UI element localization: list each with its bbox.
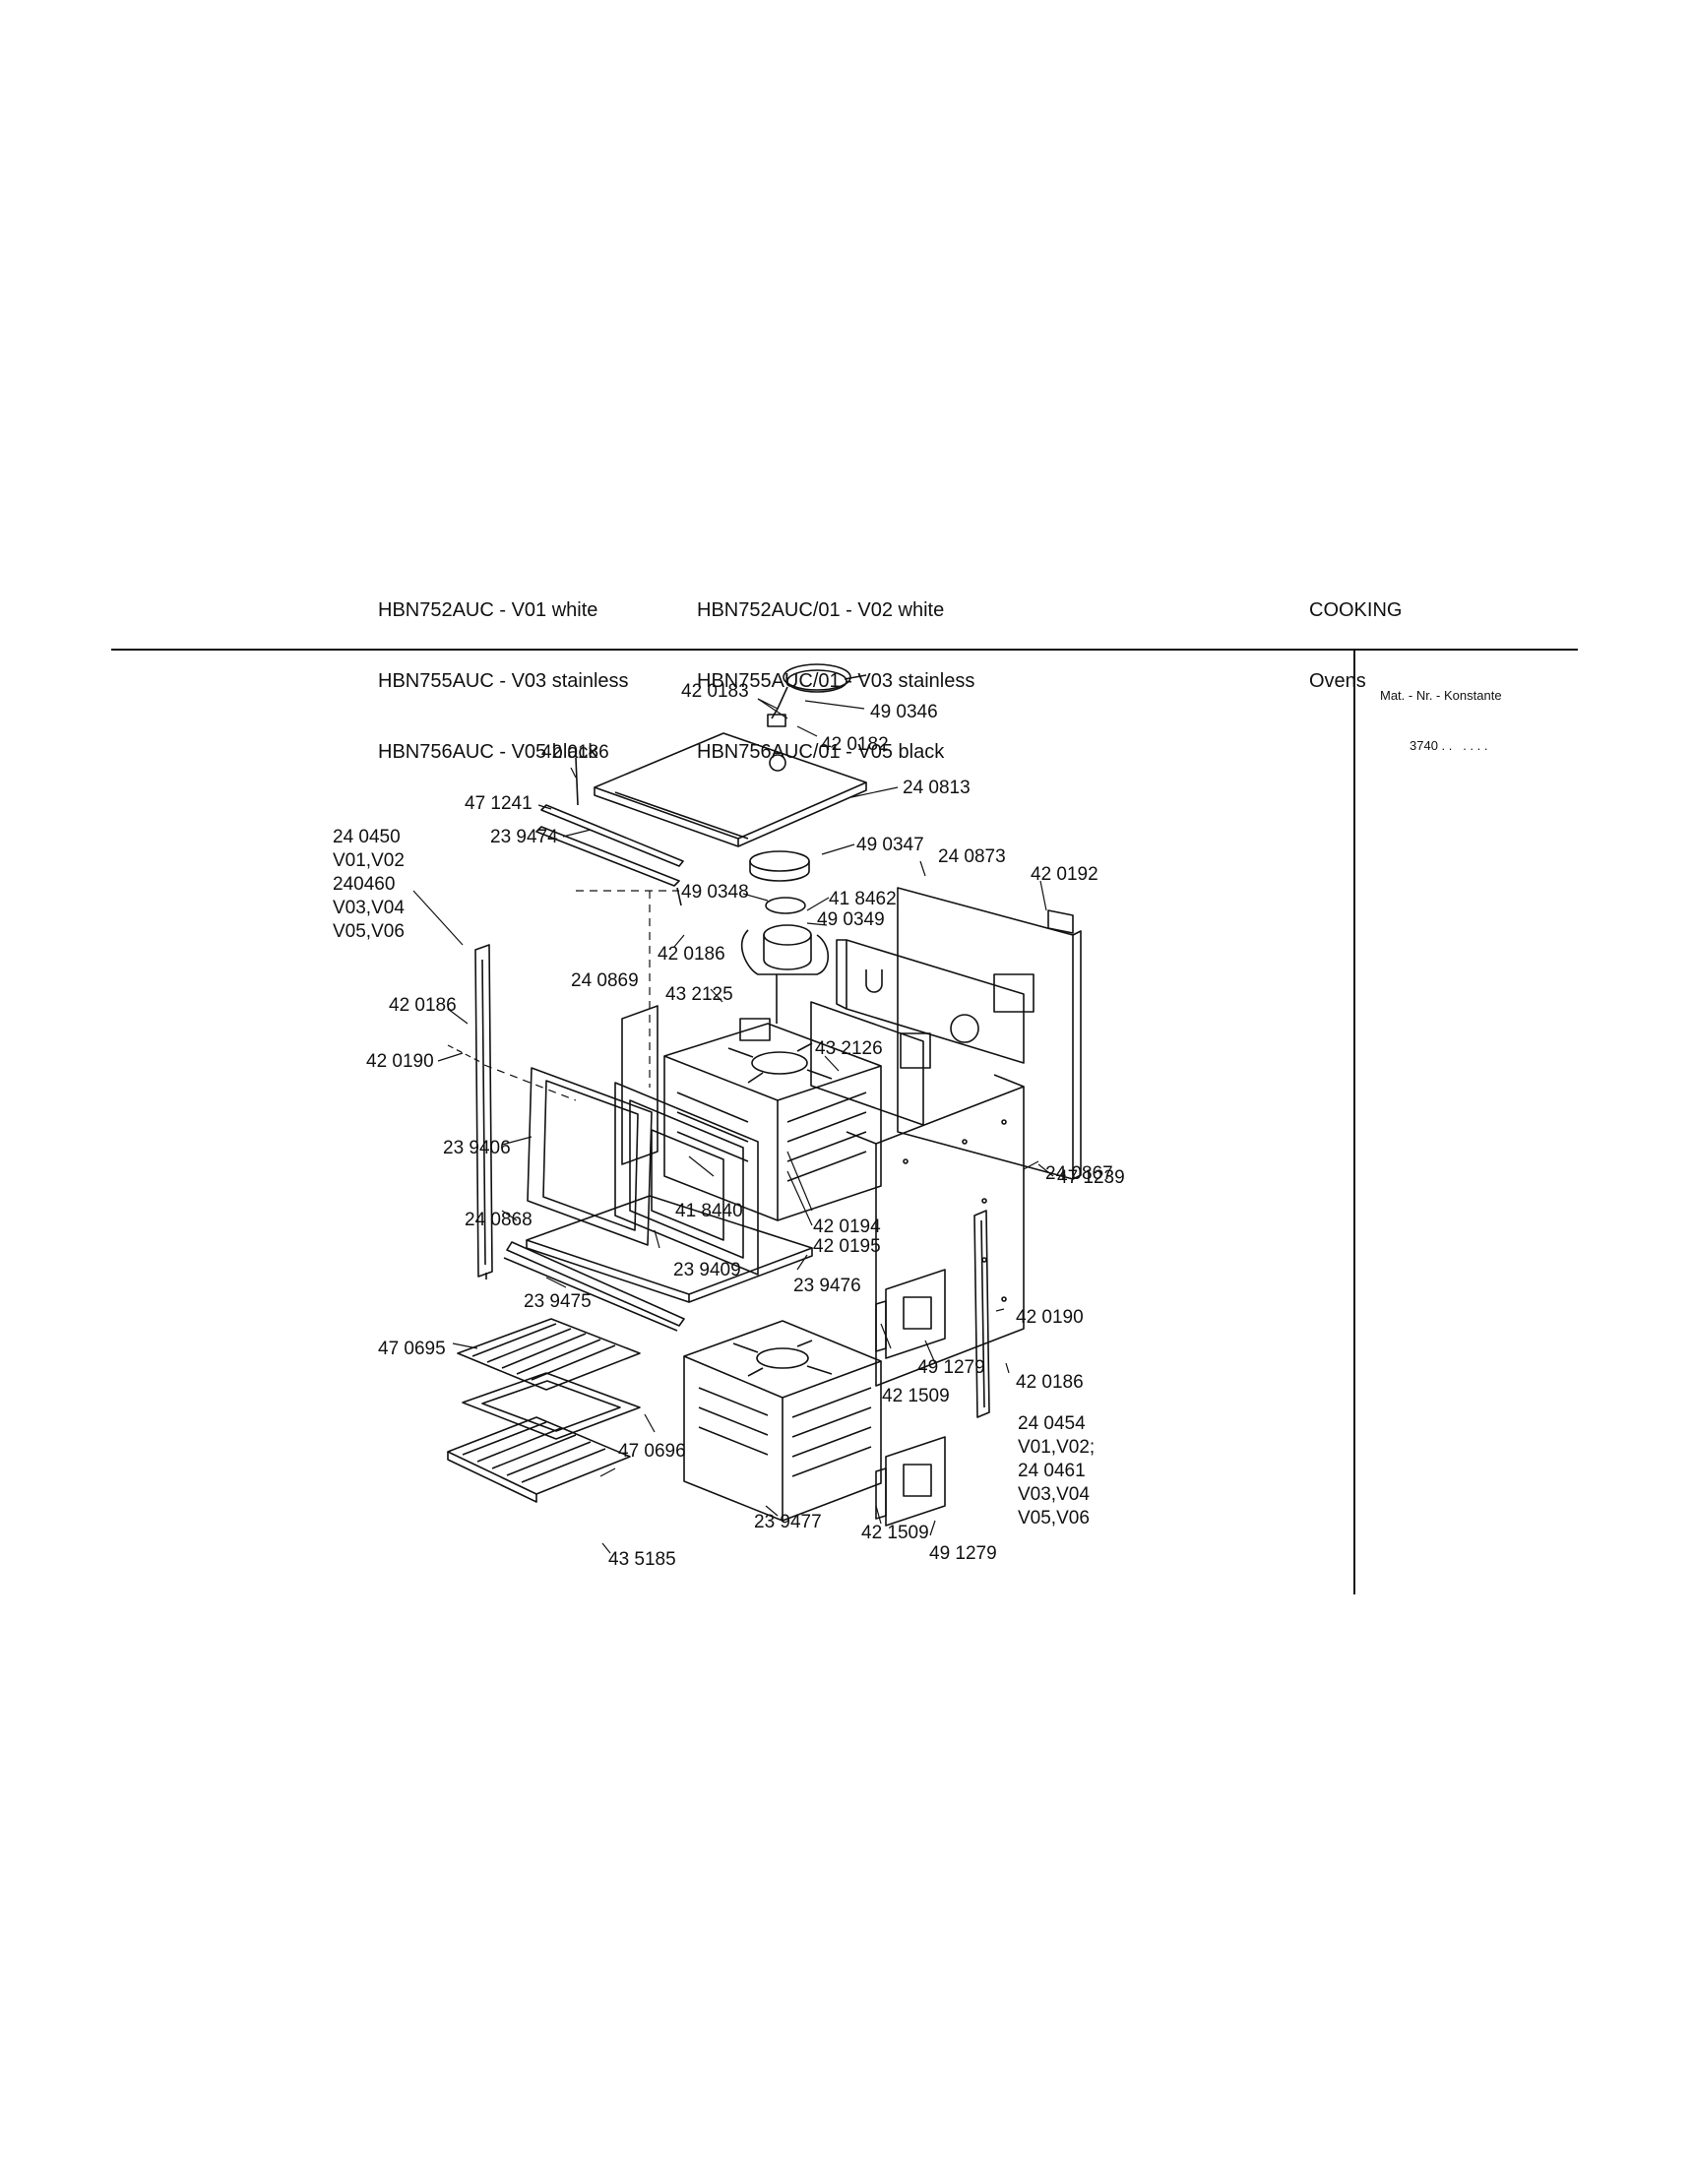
part-label: 49 1279 <box>929 1543 997 1564</box>
part-label: V01,V02 <box>333 850 405 871</box>
part-label: V05,V06 <box>333 921 405 942</box>
part-label: V03,V04 <box>1018 1484 1090 1505</box>
rear-panel-drawing <box>897 887 1082 1180</box>
broil-pan-drawing <box>462 1372 641 1440</box>
part-label: 42 0183 <box>681 681 749 702</box>
part-label: 23 9474 <box>490 827 558 847</box>
part-label: 24 0868 <box>465 1210 533 1230</box>
part-label: 42 1509 <box>861 1523 929 1543</box>
part-label: 49 0349 <box>817 909 885 930</box>
rack-lower-drawing <box>447 1416 631 1503</box>
part-label: 42 0190 <box>1016 1307 1084 1328</box>
part-label: 43 2126 <box>815 1038 883 1059</box>
part-label: 47 0695 <box>378 1339 446 1359</box>
part-label: 41 8440 <box>675 1201 743 1221</box>
part-label: 42 0182 <box>821 734 889 755</box>
model-line: HBN752AUC/01 - V02 white <box>697 599 945 621</box>
category-title: COOKING <box>1309 599 1403 621</box>
part-label: 24 0450 <box>333 827 401 847</box>
category-subtitle: Ovens <box>1309 670 1366 692</box>
part-label: 24 0873 <box>938 846 1006 867</box>
top-cover-drawing <box>594 732 867 847</box>
header-divider <box>111 649 1578 651</box>
material-number-block: Mat. - Nr. - Konstante 3740 . . . . . . <box>1380 654 1502 771</box>
part-label: 41 8462 <box>829 889 897 909</box>
model-line: HBN756AUC/01 - V05 black <box>697 741 945 763</box>
part-label: 42 0195 <box>813 1236 881 1257</box>
part-label: 49 0348 <box>681 882 749 903</box>
diagram-artwork <box>412 663 1082 1554</box>
part-label: 47 1241 <box>465 793 533 814</box>
part-label: V03,V04 <box>333 898 405 918</box>
part-label: V01,V02; <box>1018 1437 1095 1458</box>
part-label: 23 9406 <box>443 1138 511 1158</box>
left-trim-drawing <box>474 944 493 1279</box>
fan-assembly-drawing <box>741 850 830 1024</box>
sidebar-divider <box>1353 650 1355 1594</box>
model-list-right: HBN752AUC/01 - V02 white HBN755AUC/01 - … <box>697 551 974 787</box>
part-label: 43 5185 <box>608 1549 676 1570</box>
top-rail-drawing <box>535 757 684 906</box>
part-label: 42 0186 <box>1016 1372 1084 1393</box>
part-label: 23 9476 <box>793 1276 861 1296</box>
model-line: HBN752AUC - V01 white <box>378 599 598 621</box>
part-label: 23 9475 <box>524 1291 592 1312</box>
part-label: 42 0186 <box>389 995 457 1016</box>
part-labels: 42 0183 49 0346 42 0182 42 0186 24 0813 … <box>333 681 1125 1570</box>
part-label: 24 0813 <box>903 778 971 798</box>
power-cord-drawing <box>767 663 867 727</box>
model-line: HBN755AUC - V03 stainless <box>378 670 629 692</box>
part-label: 49 0347 <box>856 835 924 855</box>
right-trim-drawing <box>973 1210 990 1418</box>
part-label: 42 0192 <box>1031 864 1098 885</box>
door-gasket-drawing <box>527 1067 653 1246</box>
part-label: 42 0190 <box>366 1051 434 1072</box>
part-label: 240460 <box>333 874 395 895</box>
leader-lines <box>412 698 1054 1554</box>
part-label: 42 1509 <box>882 1386 950 1406</box>
lower-hinge-drawing <box>875 1436 946 1527</box>
part-label: 24 0867 <box>1045 1163 1113 1184</box>
part-label: 42 0186 <box>658 944 725 965</box>
part-label: 49 1279 <box>917 1357 985 1378</box>
grommet-drawing <box>769 754 786 772</box>
lower-strip-drawing <box>503 1241 685 1332</box>
part-label: 23 9409 <box>673 1260 741 1280</box>
back-insulation-drawing <box>836 939 1025 1069</box>
part-label: 42 0186 <box>541 742 609 763</box>
cavity-insulation-drawing <box>621 1001 924 1165</box>
bottom-panel-drawing <box>526 1195 813 1303</box>
material-number-label: Mat. - Nr. - Konstante <box>1380 688 1502 703</box>
part-label: 24 0869 <box>571 970 639 991</box>
part-label: 49 0346 <box>870 702 938 722</box>
model-list-left: HBN752AUC - V01 white HBN755AUC - V03 st… <box>378 551 629 787</box>
rack-upper-drawing <box>457 1318 641 1391</box>
category-block: COOKING Ovens <box>1309 551 1402 717</box>
material-number-value: 3740 . . . . . . <box>1410 738 1488 753</box>
part-label: 42 0194 <box>813 1217 881 1237</box>
lower-cavity-drawing <box>683 1320 882 1522</box>
model-line: HBN756AUC - V05 black <box>378 741 598 763</box>
part-label: 24 0461 <box>1018 1461 1086 1481</box>
part-label: 23 9477 <box>754 1512 822 1532</box>
part-label: 24 0454 <box>1018 1413 1086 1434</box>
part-label: V05,V06 <box>1018 1508 1090 1529</box>
part-label: 43 2125 <box>665 984 733 1005</box>
upper-cavity-drawing <box>663 1018 882 1221</box>
part-label: 47 0696 <box>618 1441 686 1462</box>
front-frame-drawing <box>614 1082 759 1276</box>
upper-hinge-drawing <box>875 1269 946 1359</box>
part-label: 47 1239 <box>1057 1167 1125 1188</box>
